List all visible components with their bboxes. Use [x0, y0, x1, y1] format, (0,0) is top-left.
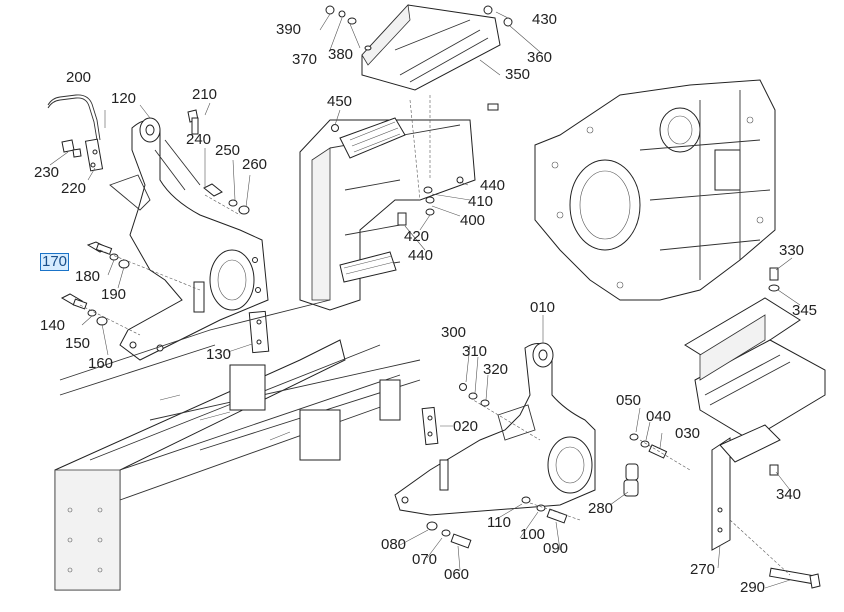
label-400[interactable]: 400 — [460, 212, 486, 229]
main-frame-drawing — [54, 299, 421, 591]
bolts-left-drawing — [60, 109, 270, 354]
left-bracket-120-drawing — [109, 117, 269, 361]
label-160[interactable]: 160 — [88, 355, 114, 372]
label-450[interactable]: 450 — [327, 93, 353, 110]
label-310[interactable]: 310 — [462, 343, 488, 360]
label-340[interactable]: 340 — [776, 486, 802, 503]
label-130[interactable]: 130 — [206, 346, 232, 363]
label-110[interactable]: 110 — [487, 514, 511, 531]
label-410[interactable]: 410 — [468, 193, 494, 210]
bolts-top-drawing — [325, 5, 513, 226]
transmission-housing-drawing — [534, 79, 776, 301]
label-180[interactable]: 180 — [75, 268, 101, 285]
stay-270-drawing — [711, 424, 821, 589]
label-430[interactable]: 430 — [532, 11, 558, 28]
label-020[interactable]: 020 — [453, 418, 479, 435]
label-210[interactable]: 210 — [192, 86, 218, 103]
label-290[interactable]: 290 — [740, 579, 766, 596]
label-200[interactable]: 200 — [66, 69, 92, 86]
label-070[interactable]: 070 — [412, 551, 438, 568]
label-050[interactable]: 050 — [616, 392, 642, 409]
label-060[interactable]: 060 — [444, 566, 470, 583]
center-bracket-010-drawing — [394, 342, 596, 516]
tool-box-drawing — [684, 267, 826, 476]
leader-lines — [49, 11, 801, 589]
label-010[interactable]: 010 — [530, 299, 556, 316]
label-440-lower[interactable]: 440 — [408, 247, 434, 264]
label-190[interactable]: 190 — [101, 286, 127, 303]
label-230[interactable]: 230 — [34, 164, 60, 181]
label-440-upper[interactable]: 440 — [480, 177, 506, 194]
label-390[interactable]: 390 — [276, 21, 302, 38]
label-260[interactable]: 260 — [242, 156, 268, 173]
label-250[interactable]: 250 — [215, 142, 241, 159]
label-150[interactable]: 150 — [65, 335, 91, 352]
label-030[interactable]: 030 — [675, 425, 701, 442]
label-100[interactable]: 100 — [520, 526, 546, 543]
label-140[interactable]: 140 — [40, 317, 66, 334]
label-240[interactable]: 240 — [186, 131, 212, 148]
label-330[interactable]: 330 — [779, 242, 805, 259]
label-040[interactable]: 040 — [646, 408, 672, 425]
label-370[interactable]: 370 — [292, 51, 318, 68]
rod-200-drawing — [47, 94, 104, 172]
label-090[interactable]: 090 — [543, 540, 569, 557]
support-frame-350-drawing — [299, 4, 501, 311]
bolts-center-drawing — [426, 383, 691, 549]
label-300[interactable]: 300 — [441, 324, 467, 341]
label-120[interactable]: 120 — [111, 90, 137, 107]
label-280[interactable]: 280 — [588, 500, 614, 517]
label-170[interactable]: 170 — [39, 253, 70, 271]
label-320[interactable]: 320 — [483, 361, 509, 378]
label-270[interactable]: 270 — [690, 561, 716, 578]
label-220[interactable]: 220 — [61, 180, 87, 197]
label-350[interactable]: 350 — [505, 66, 531, 83]
label-420[interactable]: 420 — [404, 228, 430, 245]
label-080[interactable]: 080 — [381, 536, 407, 553]
label-345[interactable]: 345 — [792, 302, 818, 319]
label-360[interactable]: 360 — [527, 49, 553, 66]
label-380[interactable]: 380 — [328, 46, 354, 63]
